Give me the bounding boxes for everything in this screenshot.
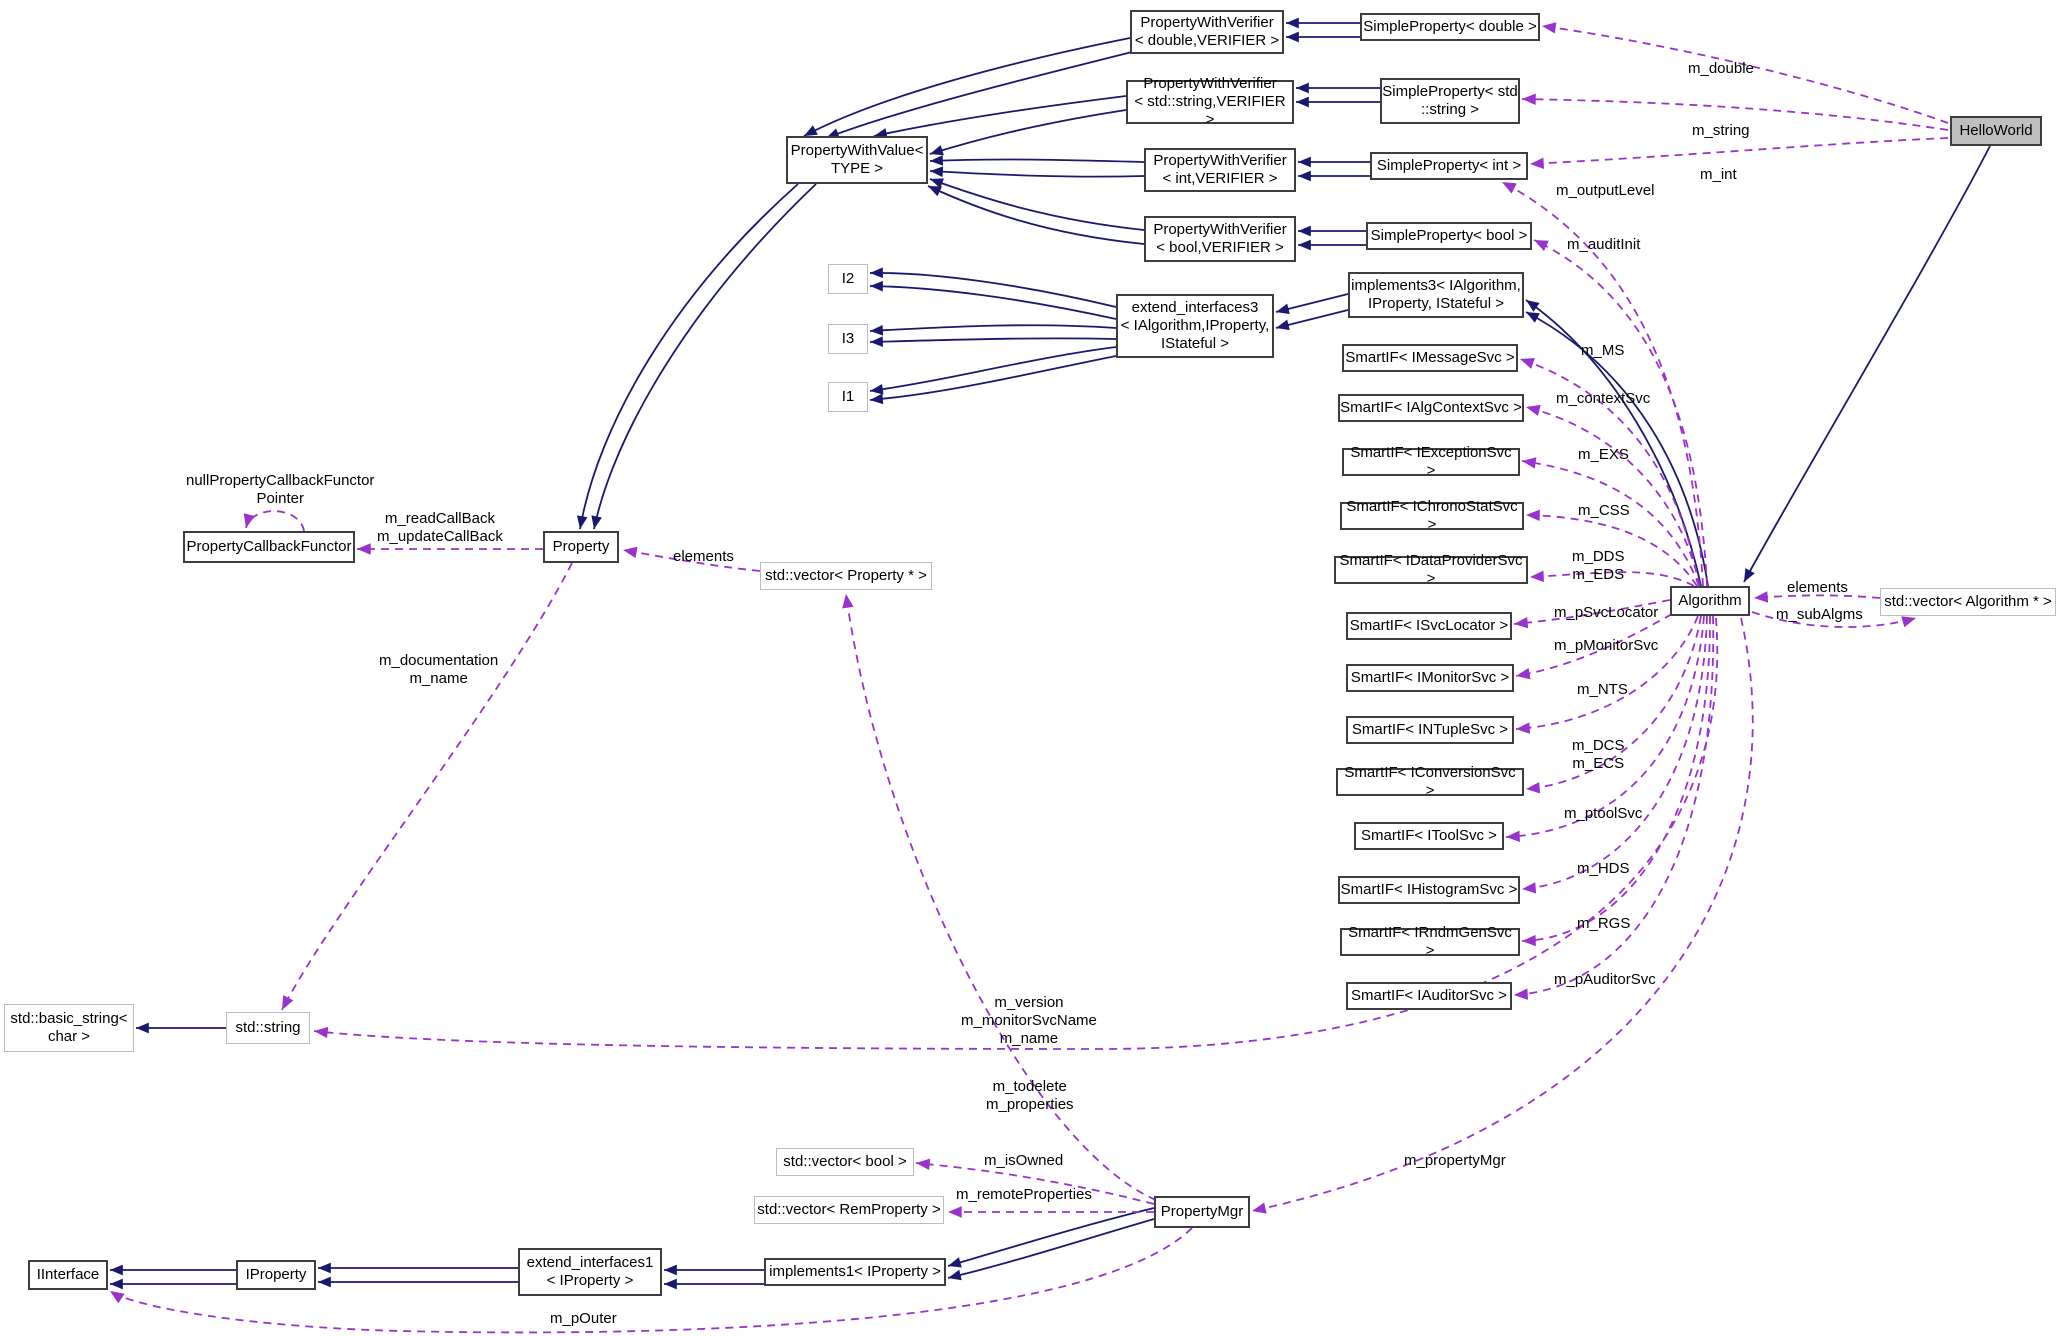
class-node-i2: I2	[828, 264, 868, 294]
edge-label-m-rgs: m_RGS	[1577, 915, 1631, 932]
class-node-i3: I3	[828, 324, 868, 354]
edge-label-nullpropertycallbackfunctor-pointer: nullPropertyCallbackFunctor Pointer	[186, 472, 375, 507]
edge-label-m-hds: m_HDS	[1577, 860, 1630, 877]
class-node-vector-remproperty: std::vector< RemProperty >	[754, 1196, 944, 1224]
class-node-simpleproperty-int[interactable]: SimpleProperty< int >	[1370, 152, 1528, 180]
edge-label-m-auditinit: m_auditInit	[1567, 236, 1641, 253]
edge-label-m-documentation-name: m_documentation m_name	[379, 652, 499, 687]
class-node-extend-interfaces1[interactable]: extend_interfaces1 < IProperty >	[518, 1248, 662, 1296]
class-node-smartif-ialgcontextsvc[interactable]: SmartIF< IAlgContextSvc >	[1338, 394, 1524, 422]
edge-label-m-css: m_CSS	[1578, 502, 1630, 519]
edge-label-m-ms: m_MS	[1581, 342, 1625, 359]
edge-label-m-dcs-ecs: m_DCS m_ECS	[1572, 737, 1625, 772]
edge-label-m-dds-eds: m_DDS m_EDS	[1572, 548, 1625, 583]
class-node-iinterface[interactable]: IInterface	[28, 1260, 108, 1290]
class-node-simpleproperty-string[interactable]: SimpleProperty< std ::string >	[1380, 78, 1520, 124]
class-node-smartif-itoolsvc[interactable]: SmartIF< IToolSvc >	[1354, 822, 1504, 850]
edge-label-m-nts: m_NTS	[1577, 681, 1628, 698]
edge-label-m-version-monitorsvcname-name: m_version m_monitorSvcName m_name	[961, 994, 1097, 1047]
class-node-algorithm[interactable]: Algorithm	[1670, 586, 1750, 616]
edge-label-m-pmonitorsvc: m_pMonitorSvc	[1554, 637, 1659, 654]
edge-label-m-readcallback-updatecallback: m_readCallBack m_updateCallBack	[377, 510, 503, 545]
edge-label-m-outputlevel: m_outputLevel	[1556, 182, 1655, 199]
edge-label-m-contextsvc: m_contextSvc	[1556, 390, 1651, 407]
class-node-implements3[interactable]: implements3< IAlgorithm, IProperty, ISta…	[1348, 272, 1524, 318]
edge-label-m-double: m_double	[1688, 60, 1754, 77]
edge-label-m-int: m_int	[1700, 166, 1737, 183]
class-node-propertywithvalue[interactable]: PropertyWithValue< TYPE >	[786, 136, 928, 184]
class-node-smartif-irndmgensvc[interactable]: SmartIF< IRndmGenSvc >	[1340, 924, 1520, 959]
edge-label-m-todelete-properties: m_todelete m_properties	[986, 1078, 1074, 1113]
edge-label-m-pauditorsvc: m_pAuditorSvc	[1554, 971, 1656, 988]
class-node-smartif-iexceptionsvc[interactable]: SmartIF< IExceptionSvc >	[1342, 444, 1520, 479]
edge-label-m-subalgms: m_subAlgms	[1776, 606, 1863, 623]
class-node-smartif-ihistogramsvc[interactable]: SmartIF< IHistogramSvc >	[1338, 876, 1520, 904]
edge-label-m-propertymgr: m_propertyMgr	[1404, 1152, 1506, 1169]
class-node-propertywithverifier-string[interactable]: PropertyWithVerifier < std::string,VERIF…	[1126, 75, 1294, 128]
edge-label-m-remoteproperties: m_remoteProperties	[956, 1186, 1092, 1203]
edge-label-m-psvclocator: m_pSvcLocator	[1554, 604, 1659, 621]
usage-edges	[109, 22, 1949, 1334]
class-node-i1: I1	[828, 382, 868, 412]
class-node-propertywithverifier-bool[interactable]: PropertyWithVerifier < bool,VERIFIER >	[1144, 216, 1296, 262]
class-node-smartif-iconversionsvc[interactable]: SmartIF< IConversionSvc >	[1336, 764, 1524, 799]
class-node-propertycallbackfunctor[interactable]: PropertyCallbackFunctor	[183, 531, 355, 563]
edge-label-m-isowned: m_isOwned	[984, 1152, 1064, 1169]
class-node-smartif-isvclocator[interactable]: SmartIF< ISvcLocator >	[1346, 612, 1512, 640]
class-node-vector-property: std::vector< Property * >	[760, 562, 932, 590]
class-node-smartif-ichronostatsvc[interactable]: SmartIF< IChronoStatSvc >	[1340, 498, 1524, 533]
class-node-smartif-imessagesvc[interactable]: SmartIF< IMessageSvc >	[1342, 344, 1518, 372]
class-node-vector-bool: std::vector< bool >	[776, 1148, 914, 1176]
edge-label-m-pouter: m_pOuter	[550, 1310, 617, 1327]
class-node-smartif-iauditorsvc[interactable]: SmartIF< IAuditorSvc >	[1346, 982, 1512, 1010]
inheritance-edges	[110, 17, 1991, 1290]
class-node-vector-algorithm: std::vector< Algorithm * >	[1880, 588, 2056, 616]
class-node-smartif-idataprovidersvc[interactable]: SmartIF< IDataProviderSvc >	[1334, 552, 1528, 587]
class-node-simpleproperty-double[interactable]: SimpleProperty< double >	[1360, 13, 1540, 41]
class-node-helloworld[interactable]: HelloWorld	[1950, 116, 2042, 146]
edge-label-m-ptoolsvc: m_ptoolSvc	[1564, 805, 1643, 822]
class-node-smartif-imonitorsvc[interactable]: SmartIF< IMonitorSvc >	[1346, 664, 1514, 692]
class-node-iproperty[interactable]: IProperty	[236, 1260, 316, 1290]
class-node-property[interactable]: Property	[543, 531, 619, 563]
edge-label-elements-right: elements	[1787, 579, 1848, 596]
class-node-basic-string: std::basic_string< char >	[4, 1004, 134, 1052]
edge-label-m-exs: m_EXS	[1578, 446, 1629, 463]
edge-label-elements-left: elements	[673, 548, 734, 565]
class-node-smartif-intuplesvc[interactable]: SmartIF< INTupleSvc >	[1346, 716, 1514, 744]
edge-label-m-string: m_string	[1692, 122, 1750, 139]
class-node-propertywithverifier-int[interactable]: PropertyWithVerifier < int,VERIFIER >	[1144, 148, 1296, 192]
class-node-extend-interfaces3[interactable]: extend_interfaces3 < IAlgorithm,IPropert…	[1116, 294, 1274, 358]
class-node-simpleproperty-bool[interactable]: SimpleProperty< bool >	[1366, 222, 1532, 250]
class-node-propertywithverifier-double[interactable]: PropertyWithVerifier < double,VERIFIER >	[1130, 10, 1284, 54]
class-node-propertymgr[interactable]: PropertyMgr	[1154, 1196, 1250, 1228]
class-node-implements1[interactable]: implements1< IProperty >	[764, 1258, 946, 1286]
class-node-std-string: std::string	[226, 1012, 310, 1044]
